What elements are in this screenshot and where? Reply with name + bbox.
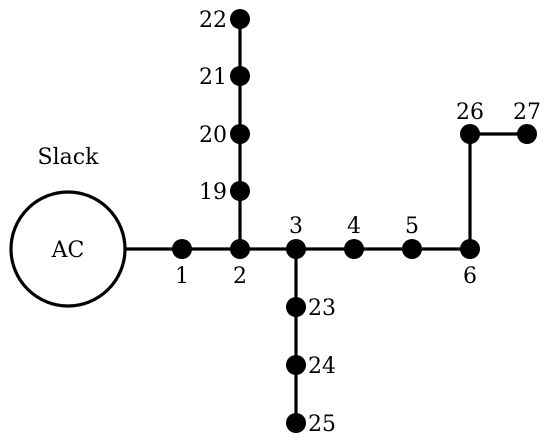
- bus-label-20: 20: [199, 123, 227, 148]
- bus-node-19: [230, 181, 250, 201]
- bus-label-5: 5: [405, 214, 419, 239]
- bus-label-22: 22: [199, 8, 227, 33]
- bus-node-27: [517, 124, 537, 144]
- bus-node-25: [286, 413, 306, 433]
- bus-label-27: 27: [513, 100, 541, 125]
- bus-node-24: [286, 355, 306, 375]
- bus-node-1: [172, 239, 192, 259]
- bus-label-1: 1: [175, 264, 189, 289]
- bus-label-24: 24: [308, 354, 336, 379]
- bus-label-2: 2: [233, 264, 247, 289]
- bus-nodes: [172, 9, 537, 433]
- ac-source-label: AC: [51, 238, 85, 263]
- bus-labels: 1 2 3 4 5 6 19 20 21 22 23 24 25 26 27: [175, 8, 541, 437]
- bus-label-21: 21: [199, 65, 227, 90]
- bus-label-19: 19: [199, 180, 227, 205]
- bus-node-6: [460, 239, 480, 259]
- bus-node-3: [286, 239, 306, 259]
- bus-label-26: 26: [456, 100, 484, 125]
- bus-label-3: 3: [289, 214, 303, 239]
- slack-caption: Slack: [38, 145, 100, 170]
- bus-node-5: [402, 239, 422, 259]
- bus-node-23: [286, 297, 306, 317]
- bus-node-22: [230, 9, 250, 29]
- bus-label-4: 4: [347, 214, 361, 239]
- bus-node-4: [344, 239, 364, 259]
- bus-node-26: [460, 124, 480, 144]
- bus-label-6: 6: [463, 264, 477, 289]
- bus-label-25: 25: [308, 412, 336, 437]
- bus-node-20: [230, 124, 250, 144]
- bus-label-23: 23: [308, 296, 336, 321]
- bus-node-2: [230, 239, 250, 259]
- bus-node-21: [230, 66, 250, 86]
- ac-source-circle: [9, 190, 127, 308]
- slack-source: AC Slack: [9, 145, 127, 308]
